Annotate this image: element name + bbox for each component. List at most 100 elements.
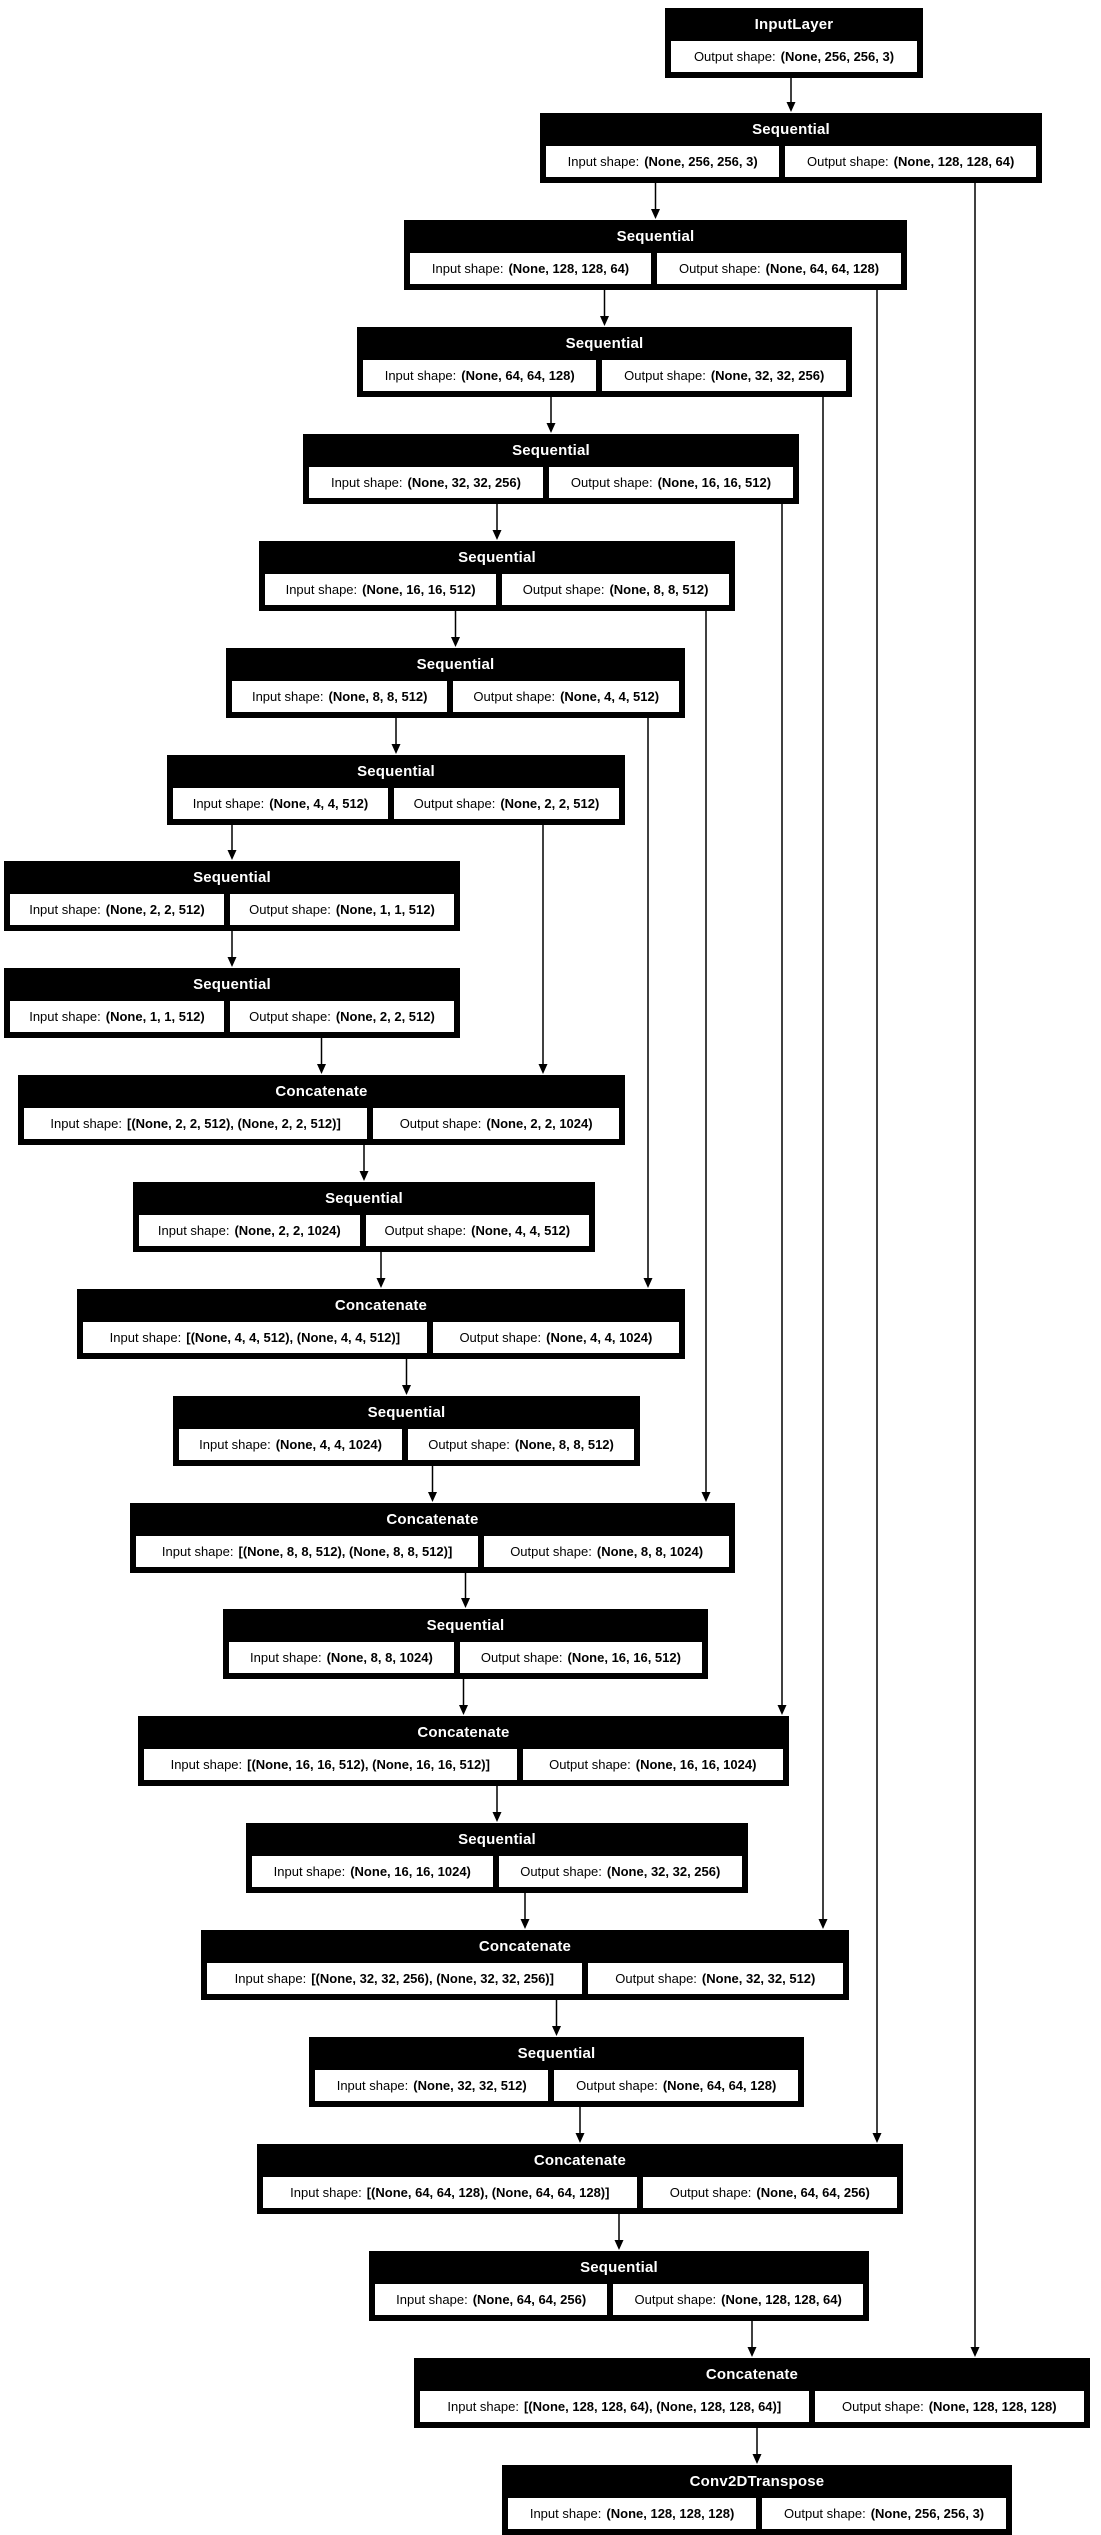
edge-arrowhead (546, 423, 556, 433)
edge-arrowhead (520, 1919, 530, 1929)
shape-label: Output shape: (615, 1971, 697, 1986)
output-shape-cell: Output shape:(None, 256, 256, 3) (761, 2497, 1007, 2530)
shape-row: Input shape:(None, 8, 8, 1024)Output sha… (225, 1641, 706, 1677)
shape-value: (None, 8, 8, 512) (609, 582, 709, 597)
edge-arrowhead (451, 637, 460, 647)
shape-row: Input shape: (None, 8, 8, 512) Output shap… (228, 680, 683, 716)
shape-row: Input shape:(None, 256, 256, 3)Output sh… (542, 145, 1040, 181)
shape-label: Input shape: (29, 902, 101, 917)
shape-value: (None, 1, 1, 512) (105, 1009, 205, 1024)
edge-arrowhead (643, 1278, 653, 1288)
shape-value: (None, 64, 64, 128) (765, 261, 880, 276)
edge-arrowhead (786, 102, 796, 112)
layer-type-title: Concatenate (417, 1724, 510, 1741)
shape-label: Output shape: (576, 2078, 658, 2093)
edge-arrowhead (428, 1492, 437, 1502)
shape-value: (None, 2, 2, 512) (335, 1009, 435, 1024)
shape-label: Input shape: (285, 582, 358, 597)
shape-value: (None, 16, 16, 1024) (350, 1864, 471, 1879)
shape-value: (None, 128, 128, 64) (721, 2292, 842, 2307)
shape-label: Input shape: (157, 1223, 230, 1238)
output-shape-cell: Output shape:(None, 64, 64, 256) (641, 2176, 899, 2209)
layer-type-title: Sequential (580, 2259, 658, 2276)
edge-arrowhead (538, 1064, 548, 1074)
shape-label: Input shape: (447, 2399, 519, 2414)
shape-label: Input shape: (50, 1116, 122, 1131)
edge-arrowhead (872, 2133, 882, 2143)
edge-arrowhead (459, 1705, 468, 1715)
output-shape-cell: Output shape:(None, 128, 128, 64) (612, 2283, 865, 2316)
shape-value: [(None, 8, 8, 512), (None, 8, 8, 512)] (238, 1544, 453, 1559)
output-shape-cell: Output shape:(None, 4, 4, 512) (452, 680, 681, 713)
output-shape-cell: Output shape:(None, 32, 32, 256) (601, 359, 848, 392)
shape-value: (None, 16, 16, 512) (362, 582, 476, 597)
input-shape-cell: Input shape: [(None, 128, 128, 64), (None… (419, 2390, 810, 2423)
shape-value: [(None, 4, 4, 512), (None, 4, 4, 512)] (186, 1330, 401, 1345)
layer-type-title: Sequential (367, 1404, 446, 1421)
layer-type-title: Sequential (512, 442, 590, 459)
edge-arrowhead (752, 2454, 762, 2464)
shape-value: (None, 128, 128, 64) (893, 154, 1015, 169)
layer-type-title: Sequential (565, 335, 644, 352)
shape-value: (None, 16, 16, 512) (567, 1650, 681, 1665)
shape-label: Output shape: (784, 2506, 866, 2521)
shape-label: Input shape: (384, 368, 457, 383)
shape-value: [(None, 128, 128, 64), (None, 128, 128, … (523, 2399, 782, 2414)
layer-type-title: Concatenate (386, 1511, 479, 1528)
shape-value: [(None, 2, 2, 512), (None, 2, 2, 512)] (126, 1116, 341, 1131)
layer-type-title: Sequential (616, 228, 695, 245)
shape-label: Input shape: (567, 154, 640, 169)
output-shape-cell: Output shape:(None, 16, 16, 512) (458, 1641, 703, 1674)
edge-arrowhead (402, 1385, 411, 1395)
edge-arrowhead (227, 957, 237, 967)
shape-label: Input shape: (396, 2292, 468, 2307)
shape-label: Input shape: (290, 2185, 362, 2200)
shape-label: Output shape: (842, 2399, 924, 2414)
shape-row: Input shape:(None, 2, 2, 1024)Output sha… (135, 1214, 593, 1250)
input-shape-cell: Input shape:(None, 128, 128, 128) (507, 2497, 758, 2530)
shape-label: Output shape: (384, 1223, 467, 1238)
shape-value: (None, 4, 4, 512) (560, 689, 660, 704)
edge-arrowhead (492, 1812, 502, 1822)
output-shape-cell: Output shape:(None, 32, 32, 256) (497, 1855, 744, 1888)
shape-label: Input shape: (251, 689, 324, 704)
shape-value: (None, 4, 4, 1024) (275, 1437, 382, 1452)
output-shape-cell: Output shape:(None, 16, 16, 1024) (521, 1748, 785, 1781)
edge-arrowhead (970, 2347, 980, 2357)
shape-label: Input shape: (250, 1650, 322, 1665)
shape-label: Input shape: (192, 796, 265, 811)
layer-type-title: Sequential (193, 976, 271, 993)
shape-row: Input shape:(None, 64, 64, 256)Output sh… (371, 2283, 867, 2319)
output-shape-cell: Output shape:(None, 8, 8, 512) (501, 573, 731, 606)
shape-value: (None, 64, 64, 128) (461, 368, 575, 383)
output-shape-cell: Output shape:(None, 8, 8, 1024) (483, 1535, 731, 1568)
output-shape-cell: Output shape:(None, 128, 128, 128) (813, 2390, 1085, 2423)
shape-label: Output shape: (428, 1437, 510, 1452)
shape-value: (None, 4, 4, 512) (471, 1223, 571, 1238)
shape-label: Input shape: (199, 1437, 271, 1452)
layer-type-title: Concatenate (478, 1938, 572, 1955)
shape-label: Output shape: (510, 1544, 592, 1559)
edge-arrowhead (461, 1598, 470, 1608)
edge-arrowhead (651, 209, 660, 219)
output-shape-cell: Output shape: (None, 4, 4, 512) (364, 1214, 590, 1247)
shape-value: (None, 8, 8, 512) (328, 689, 428, 704)
output-shape-cell: Output shape:(None, 8, 8, 512) (407, 1428, 635, 1461)
output-shape-cell: Output shape:(None, 256, 256, 3) (670, 40, 918, 73)
shape-value: (None, 4, 4, 512) (269, 796, 369, 811)
edge-arrowhead (747, 2347, 757, 2357)
input-shape-cell: Input shape: [(None, 2, 2, 512), (None, 2… (23, 1107, 369, 1140)
shape-value: (None, 16, 16, 512) (657, 475, 772, 490)
shape-label: Output shape: (624, 368, 706, 383)
